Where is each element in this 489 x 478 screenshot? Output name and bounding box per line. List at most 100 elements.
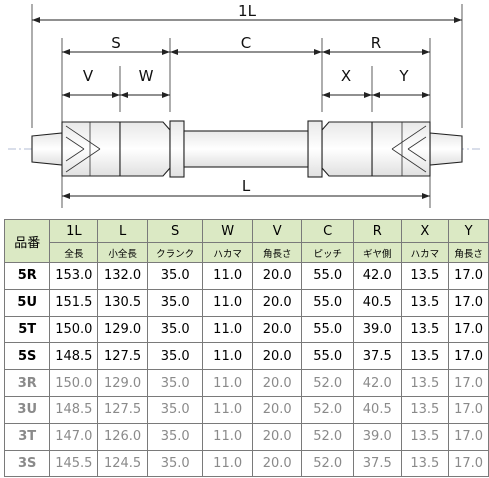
table-cell: 130.5: [97, 288, 148, 317]
table-cell: 11.0: [202, 288, 253, 317]
table-cell: 148.5: [49, 395, 99, 424]
table-cell: 42.0: [352, 369, 402, 397]
table-cell: 20.0: [251, 262, 303, 290]
axle-shape: [31, 120, 463, 178]
col-desc: ハカマ: [202, 242, 253, 263]
col-desc: ギヤ側: [352, 242, 402, 263]
row-id: 5S: [3, 342, 51, 371]
table-cell: 126.0: [97, 422, 148, 451]
taper-facet-lines: [65, 122, 427, 176]
table-cell: 39.0: [352, 422, 402, 451]
row-id: 5R: [3, 262, 51, 290]
table-cell: 35.0: [146, 369, 204, 397]
row-id: 5U: [3, 288, 51, 317]
corner-header: 品番: [3, 219, 51, 263]
table-cell: 37.5: [352, 342, 402, 371]
table-cell: 52.0: [301, 422, 354, 451]
table-cell: 127.5: [97, 395, 148, 424]
dim-label-s: S: [111, 34, 121, 52]
table-cell: 55.0: [301, 262, 354, 290]
table-cell: 40.5: [352, 288, 402, 317]
table-cell: 39.0: [352, 315, 402, 344]
col-desc: 全長: [49, 242, 99, 263]
row-id: 3U: [3, 395, 51, 424]
table-cell: 145.5: [49, 449, 99, 478]
table-cell: 13.5: [400, 262, 450, 290]
table-cell: 129.0: [97, 369, 148, 397]
row-id: 3R: [3, 369, 51, 397]
table-cell: 11.0: [202, 262, 253, 290]
dim-label-l: L: [242, 177, 251, 195]
table-cell: 17.0: [448, 315, 489, 344]
col-desc: クランク: [146, 242, 204, 263]
table-cell: 35.0: [146, 288, 204, 317]
table-cell: 20.0: [251, 288, 303, 317]
dim-label-1l: 1L: [238, 2, 257, 20]
table-cell: 20.0: [251, 422, 303, 451]
table-cell: 13.5: [400, 395, 450, 424]
table-cell: 11.0: [202, 315, 253, 344]
table-cell: 11.0: [202, 422, 253, 451]
table-cell: 20.0: [251, 395, 303, 424]
table-cell: 13.5: [400, 288, 450, 317]
col-desc: 角長さ: [448, 242, 489, 263]
table-cell: 151.5: [49, 288, 99, 317]
table-cell: 35.0: [146, 395, 204, 424]
table-cell: 17.0: [448, 449, 489, 478]
table-cell: 129.0: [97, 315, 148, 344]
table-cell: 11.0: [202, 342, 253, 371]
table-cell: 20.0: [251, 315, 303, 344]
table-cell: 55.0: [301, 342, 354, 371]
row-id: 5T: [3, 315, 51, 344]
table-cell: 20.0: [251, 342, 303, 371]
table-cell: 17.0: [448, 262, 489, 290]
table-cell: 11.0: [202, 395, 253, 424]
table-cell: 52.0: [301, 369, 354, 397]
table-cell: 35.0: [146, 422, 204, 451]
table-cell: 11.0: [202, 449, 253, 478]
table-cell: 17.0: [448, 422, 489, 451]
table-cell: 35.0: [146, 315, 204, 344]
table-cell: 127.5: [97, 342, 148, 371]
table-cell: 55.0: [301, 315, 354, 344]
table-cell: 42.0: [352, 262, 402, 290]
col-code: W: [202, 219, 253, 243]
col-code: R: [352, 219, 402, 243]
spec-table: 品番 1L L S W V C R X Y 全長 小全長 クランク ハカマ 角長…: [3, 219, 489, 478]
row-id: 3T: [3, 422, 51, 451]
dim-label-w: W: [139, 67, 154, 85]
col-desc: 小全長: [97, 242, 148, 263]
row-id: 3S: [3, 449, 51, 478]
table-cell: 150.0: [49, 369, 99, 397]
col-desc: 角長さ: [251, 242, 303, 263]
col-code: L: [97, 219, 148, 243]
table-cell: 150.0: [49, 315, 99, 344]
table-cell: 20.0: [251, 369, 303, 397]
table-cell: 37.5: [352, 449, 402, 478]
dim-label-r: R: [371, 34, 381, 52]
col-desc: ピッチ: [301, 242, 354, 263]
dim-label-x: X: [341, 67, 351, 85]
table-cell: 13.5: [400, 422, 450, 451]
col-code: V: [251, 219, 303, 243]
table-cell: 11.0: [202, 369, 253, 397]
col-code: 1L: [49, 219, 99, 243]
table-cell: 35.0: [146, 262, 204, 290]
table-cell: 52.0: [301, 395, 354, 424]
table-cell: 13.5: [400, 342, 450, 371]
table-cell: 52.0: [301, 449, 354, 478]
dimension-lines: [32, 19, 462, 197]
col-code: Y: [448, 219, 489, 243]
table-cell: 153.0: [49, 262, 99, 290]
table-cell: 124.5: [97, 449, 148, 478]
dim-label-c: C: [241, 34, 251, 52]
table-cell: 17.0: [448, 342, 489, 371]
